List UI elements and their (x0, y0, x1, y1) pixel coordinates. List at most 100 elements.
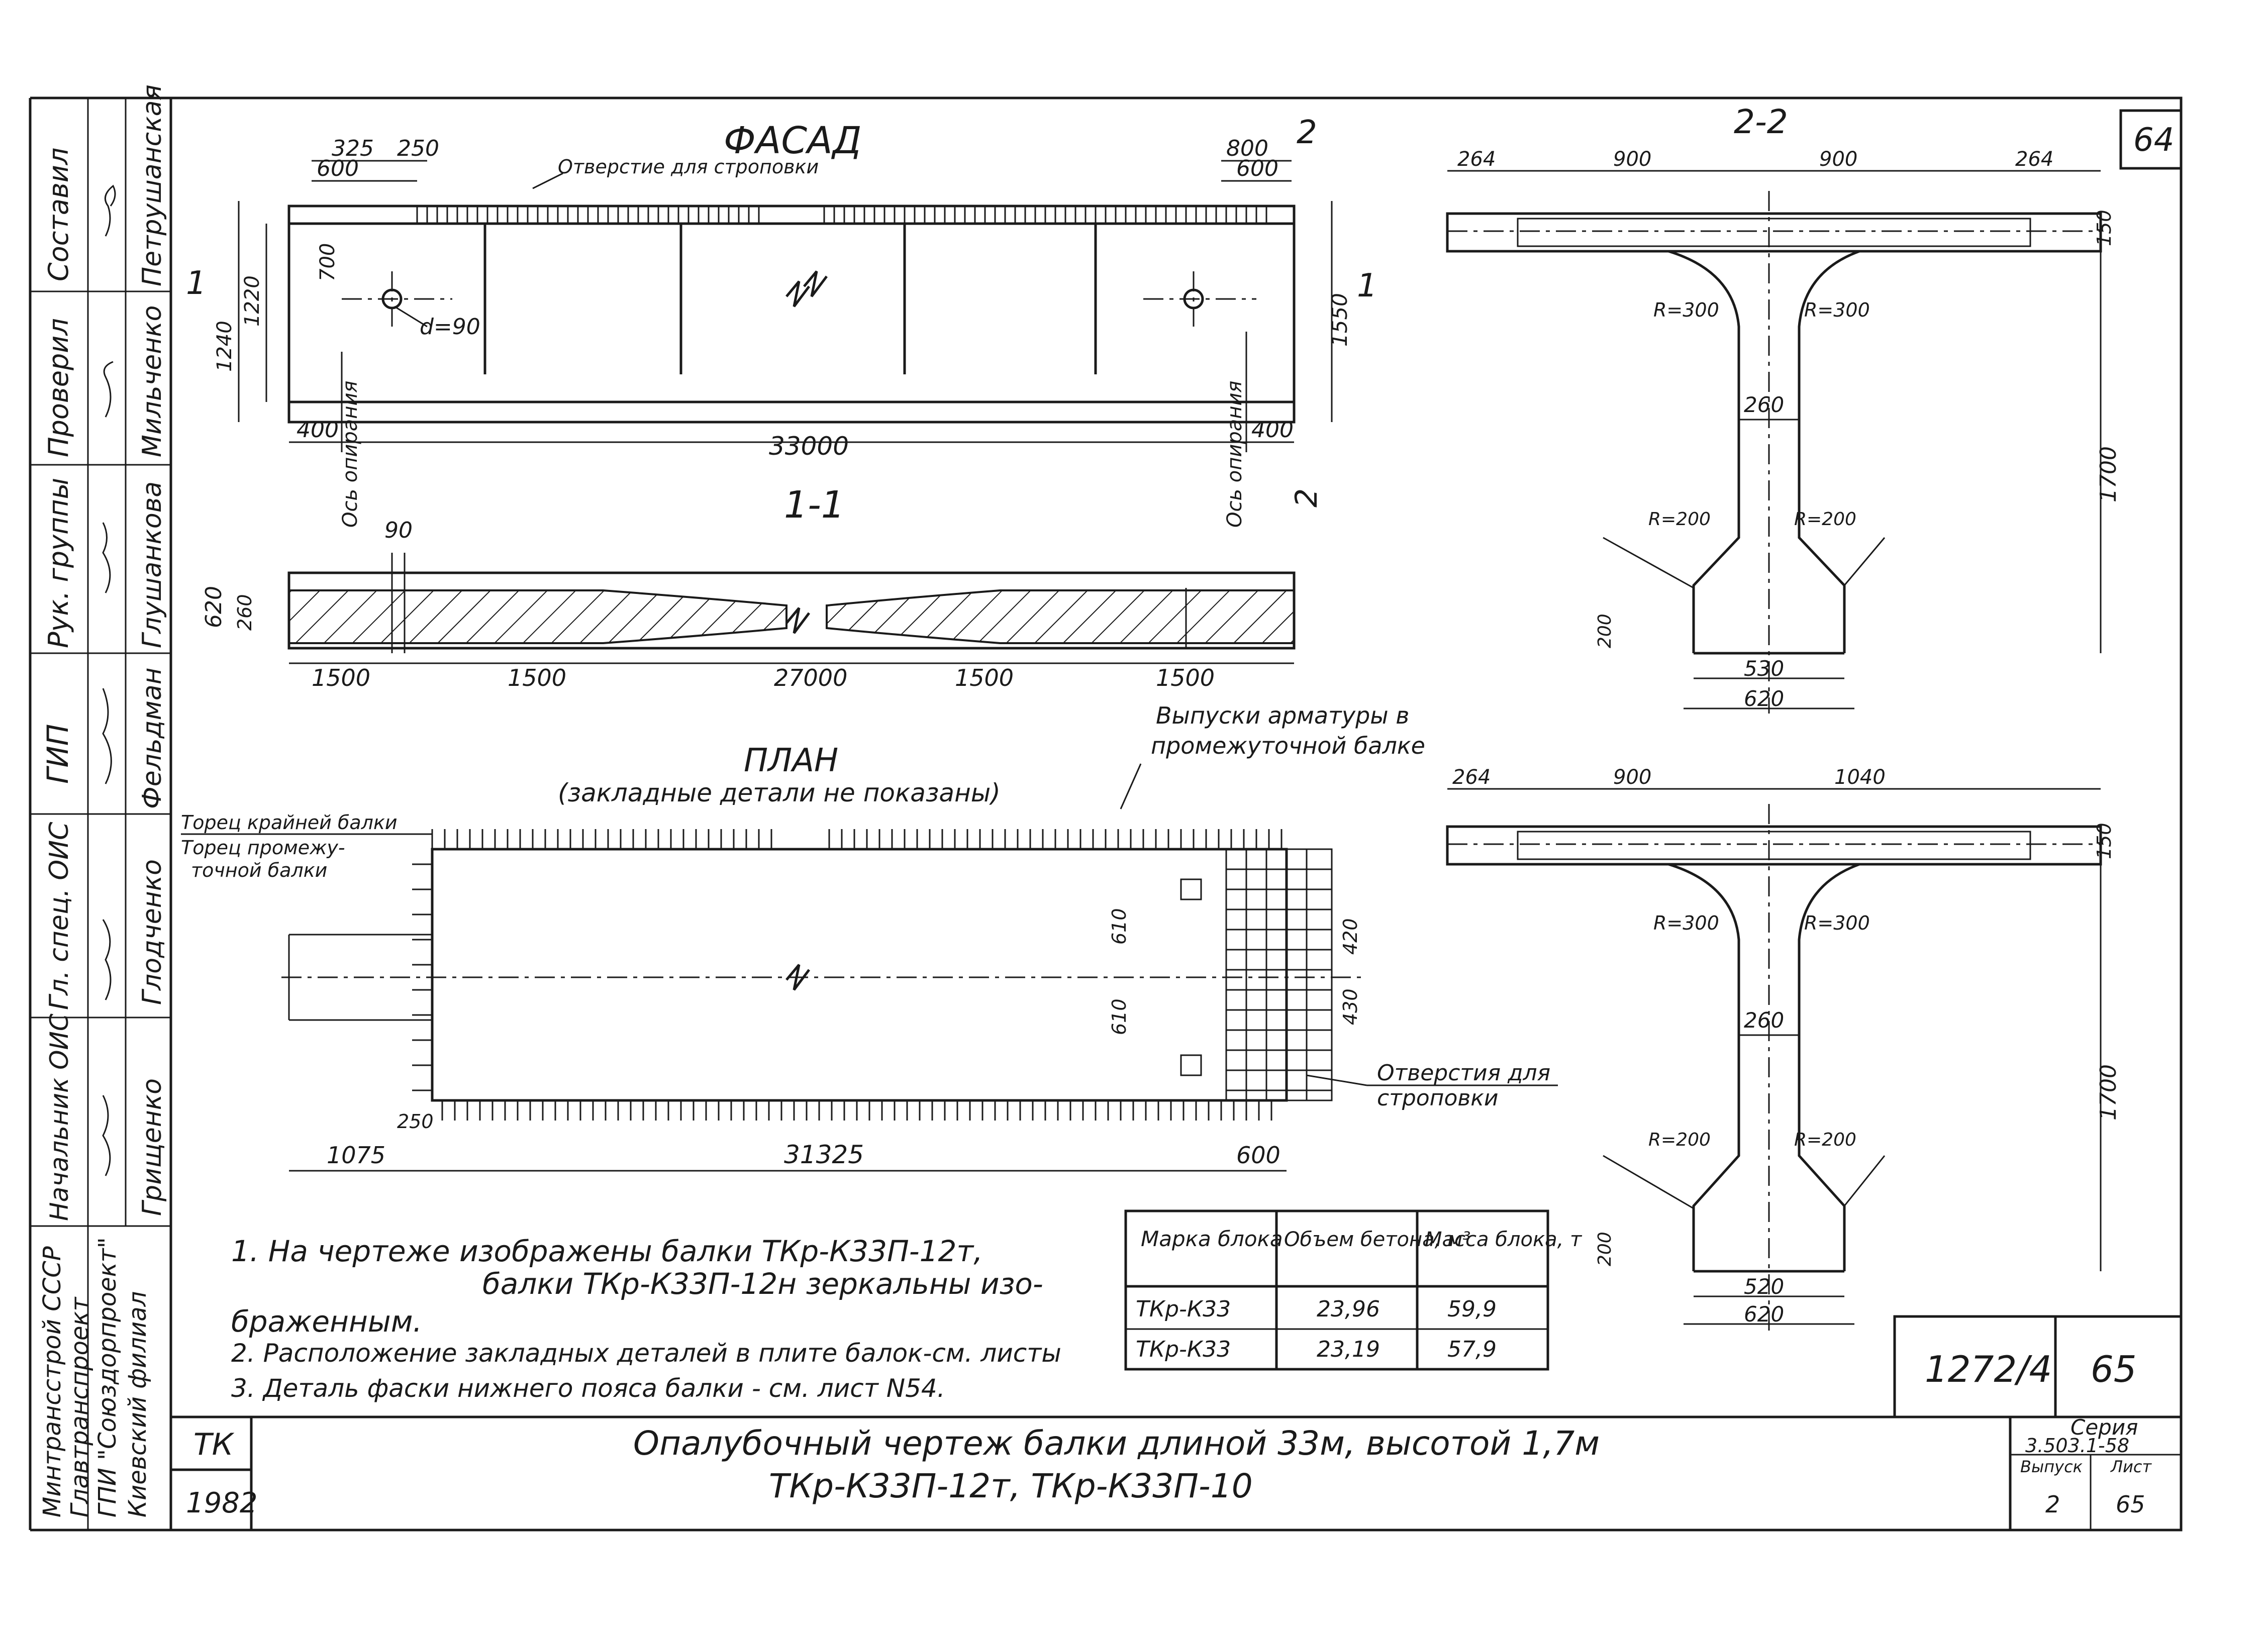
sign-name-2: Глушанкова (137, 481, 167, 648)
signature-scribble (102, 1095, 111, 1176)
note-1b: балки ТКр-К33П-12н зеркальны изо- (482, 1267, 1043, 1301)
dim-90: 90 (384, 518, 413, 543)
s22-dim-200: 200 (1595, 614, 1615, 648)
axis-right-label: Ось опирания (1223, 381, 1246, 528)
end-note-1: Торец крайней балки (181, 811, 398, 834)
dim-bottom-1: 1500 (508, 664, 566, 691)
signature-scribble (102, 688, 112, 784)
sheet-label: Лист (2110, 1457, 2152, 1476)
section-mark-2: 2 (1297, 114, 1317, 151)
sl-r200-left: R=200 (1648, 1130, 1711, 1150)
s22-dim-620: 620 (1744, 686, 1784, 711)
dim-260: 260 (234, 594, 256, 631)
signature-scribble (102, 522, 111, 593)
dim-1240: 1240 (213, 321, 236, 372)
dim-250: 250 (397, 136, 439, 161)
s22-r200-right: R=200 (1794, 509, 1856, 530)
dim-620: 620 (201, 586, 227, 628)
corner-number: 64 (2133, 122, 2174, 159)
dim-420: 420 (1339, 918, 1361, 955)
sign-name-0: Петрушанская (137, 84, 167, 286)
signature-scribble (102, 919, 112, 1000)
dim-400-right: 400 (1251, 417, 1294, 443)
plan-hole-note-1: Отверстия для (1377, 1060, 1550, 1086)
sign-name-5: Грищенко (137, 1078, 167, 1216)
sign-role-3: ГИП (41, 724, 75, 784)
sl-r300-left: R=300 (1653, 912, 1719, 934)
dim-610-a: 610 (1108, 908, 1130, 945)
issue-label: Выпуск (2020, 1457, 2083, 1476)
section-mark-1-left: 1 (186, 265, 207, 302)
plan-view: ПЛАН (закладные детали не показаны) Выпу… (181, 702, 1558, 1172)
sign-name-3: Фельдман (137, 667, 167, 809)
table-row-1-col-2: 57,9 (1447, 1337, 1497, 1362)
dim-700: 700 (316, 243, 339, 281)
s22-dim-0: 264 (1457, 148, 1496, 171)
block-table: Марка блока Объем бетона, м³ Масса блока… (1124, 1209, 1583, 1371)
sign-name-1: Мильченко (137, 306, 167, 457)
sign-role-1: Проверил (43, 318, 74, 457)
sheet-frame (29, 96, 2183, 1532)
s22-dim-530: 530 (1744, 656, 1784, 681)
rebar-note-2: промежуточной балке (1151, 732, 1425, 759)
sl-dim-520: 520 (1744, 1274, 1784, 1299)
dim-bottom-2: 27000 (774, 664, 847, 691)
dim-325: 325 (332, 136, 374, 161)
tk-label: ТК (193, 1427, 235, 1462)
sheet-title-2: ТКр-К33П-12т, ТКр-К33П-10 (769, 1467, 1253, 1505)
table-header-2: Масса блока, т (1425, 1228, 1583, 1251)
sl-r300-right: R=300 (1804, 912, 1870, 934)
note-1: 1. На чертеже изображены балки ТКр-К33П-… (231, 1234, 983, 1268)
table-header-1: Объем бетона, м³ (1284, 1228, 1470, 1251)
table-header-0: Марка блока (1141, 1227, 1283, 1251)
section-2-2: 2-2 264 900 900 264 150 R=300 R=300 260 … (1446, 103, 2121, 714)
sl-r200-right: R=200 (1794, 1130, 1856, 1150)
dim-250-plan: 250 (397, 1110, 434, 1133)
end-note-2: Торец промежу- (181, 837, 345, 859)
dim-33000: 33000 (769, 432, 849, 461)
facade-title: ФАСАД (724, 119, 861, 162)
sheet-title-1: Опалубочный чертеж балки длиной 33м, выс… (633, 1424, 1600, 1463)
dim-400-left: 400 (297, 417, 339, 443)
sl-dim-620: 620 (1744, 1302, 1784, 1327)
dim-610-b: 610 (1108, 998, 1130, 1035)
sl-dim-260: 260 (1744, 1008, 1784, 1033)
section-mark-1: 1 (1357, 267, 1377, 304)
sign-role-2: Рук. группы (43, 478, 74, 648)
dim-600-left: 600 (317, 156, 359, 181)
note-2: 2. Расположение закладных деталей в плит… (231, 1339, 1061, 1368)
section-lower: 264 900 1040 150 R=300 R=300 260 1700 R=… (1446, 766, 2121, 1332)
dim-bottom-3: 1500 (955, 664, 1014, 691)
table-row-0-col-1: 23,96 (1317, 1296, 1380, 1322)
s22-r300-left: R=300 (1653, 299, 1719, 321)
dim-1550: 1550 (1327, 293, 1352, 347)
s22-dim-1700: 1700 (2096, 446, 2121, 502)
plan-hole-note-2: строповки (1377, 1085, 1498, 1111)
dim-bottom-0: 1500 (312, 664, 370, 691)
s22-r200-left: R=200 (1648, 509, 1711, 530)
s22-dim-1: 900 (1613, 148, 1651, 171)
sign-name-4: Глодченко (137, 859, 167, 1005)
sl-dim-0: 264 (1452, 766, 1491, 789)
title-block: 64 ТК 1982 Опалубочный чертеж балки длин… (186, 122, 2174, 1519)
sl-dim-200: 200 (1595, 1232, 1615, 1266)
table-row-0-col-0: ТКр-К33 (1136, 1296, 1231, 1322)
s22-r300-right: R=300 (1804, 299, 1870, 321)
doc-code: 1272/4 (1925, 1348, 2052, 1390)
s22-dim-260: 260 (1744, 392, 1784, 417)
dim-1220: 1220 (241, 275, 264, 327)
notes: 1. На чертеже изображены балки ТКр-К33П-… (231, 1234, 1061, 1403)
table-row-1-col-0: ТКр-К33 (1136, 1337, 1231, 1362)
dim-430: 430 (1339, 988, 1361, 1025)
axis-left-label: Ось опирания (339, 381, 362, 528)
rebar-note-1: Выпуски арматуры в (1156, 702, 1409, 729)
sign-role-0: Составил (43, 148, 74, 281)
signature-strip: Составил Петрушанская Проверил Мильченко… (38, 84, 167, 1517)
series-value: 3.503.1-58 (2025, 1435, 2129, 1457)
facade-hole-note: Отверстие для строповки (558, 156, 819, 178)
section-22-title: 2-2 (1734, 103, 1788, 141)
section-11-title: 1-1 (784, 483, 845, 527)
table-row-1-col-1: 23,19 (1317, 1337, 1380, 1362)
s22-dim-150: 150 (2093, 210, 2115, 246)
signature-scribble (104, 184, 116, 237)
